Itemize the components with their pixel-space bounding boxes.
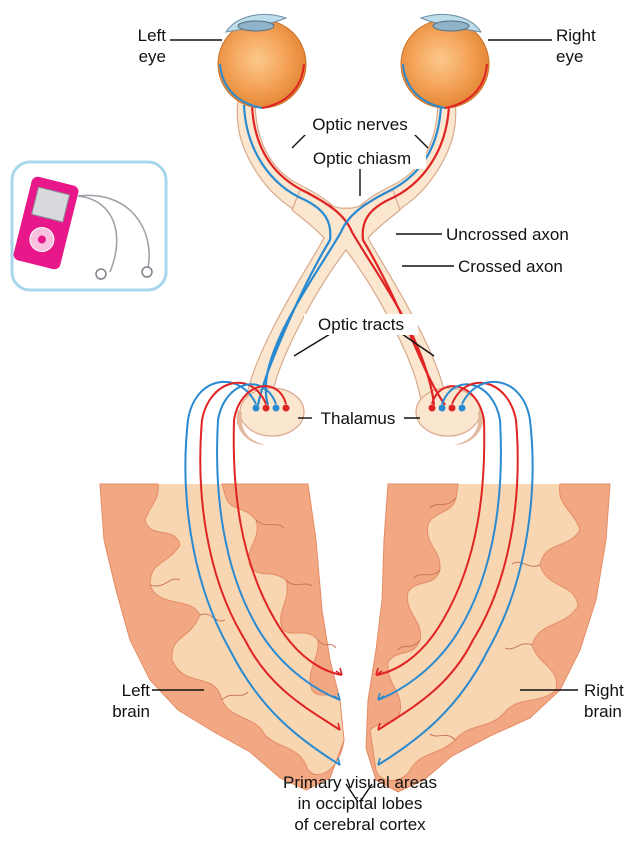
label-left-eye: Left eye bbox=[118, 25, 166, 67]
label-optic-nerves: Optic nerves bbox=[300, 114, 420, 135]
label-optic-tracts: Optic tracts bbox=[304, 314, 418, 335]
right-eyeball bbox=[401, 14, 489, 108]
right-thalamus bbox=[416, 388, 480, 436]
label-thalamus: Thalamus bbox=[312, 408, 404, 429]
label-crossed-axon: Crossed axon bbox=[458, 256, 563, 277]
right-hemisphere bbox=[366, 484, 610, 792]
label-uncrossed-axon: Uncrossed axon bbox=[446, 224, 569, 245]
label-right-brain: Right brain bbox=[584, 680, 624, 722]
leader-optic-tracts-left bbox=[294, 334, 330, 356]
label-optic-chiasm: Optic chiasm bbox=[298, 148, 426, 169]
media-player-inset bbox=[12, 162, 166, 290]
label-left-brain: Left brain bbox=[98, 680, 150, 722]
label-primary-visual-areas: Primary visual areas in occipital lobes … bbox=[240, 772, 480, 835]
left-eyeball bbox=[218, 14, 306, 108]
label-right-eye: Right eye bbox=[556, 25, 596, 67]
